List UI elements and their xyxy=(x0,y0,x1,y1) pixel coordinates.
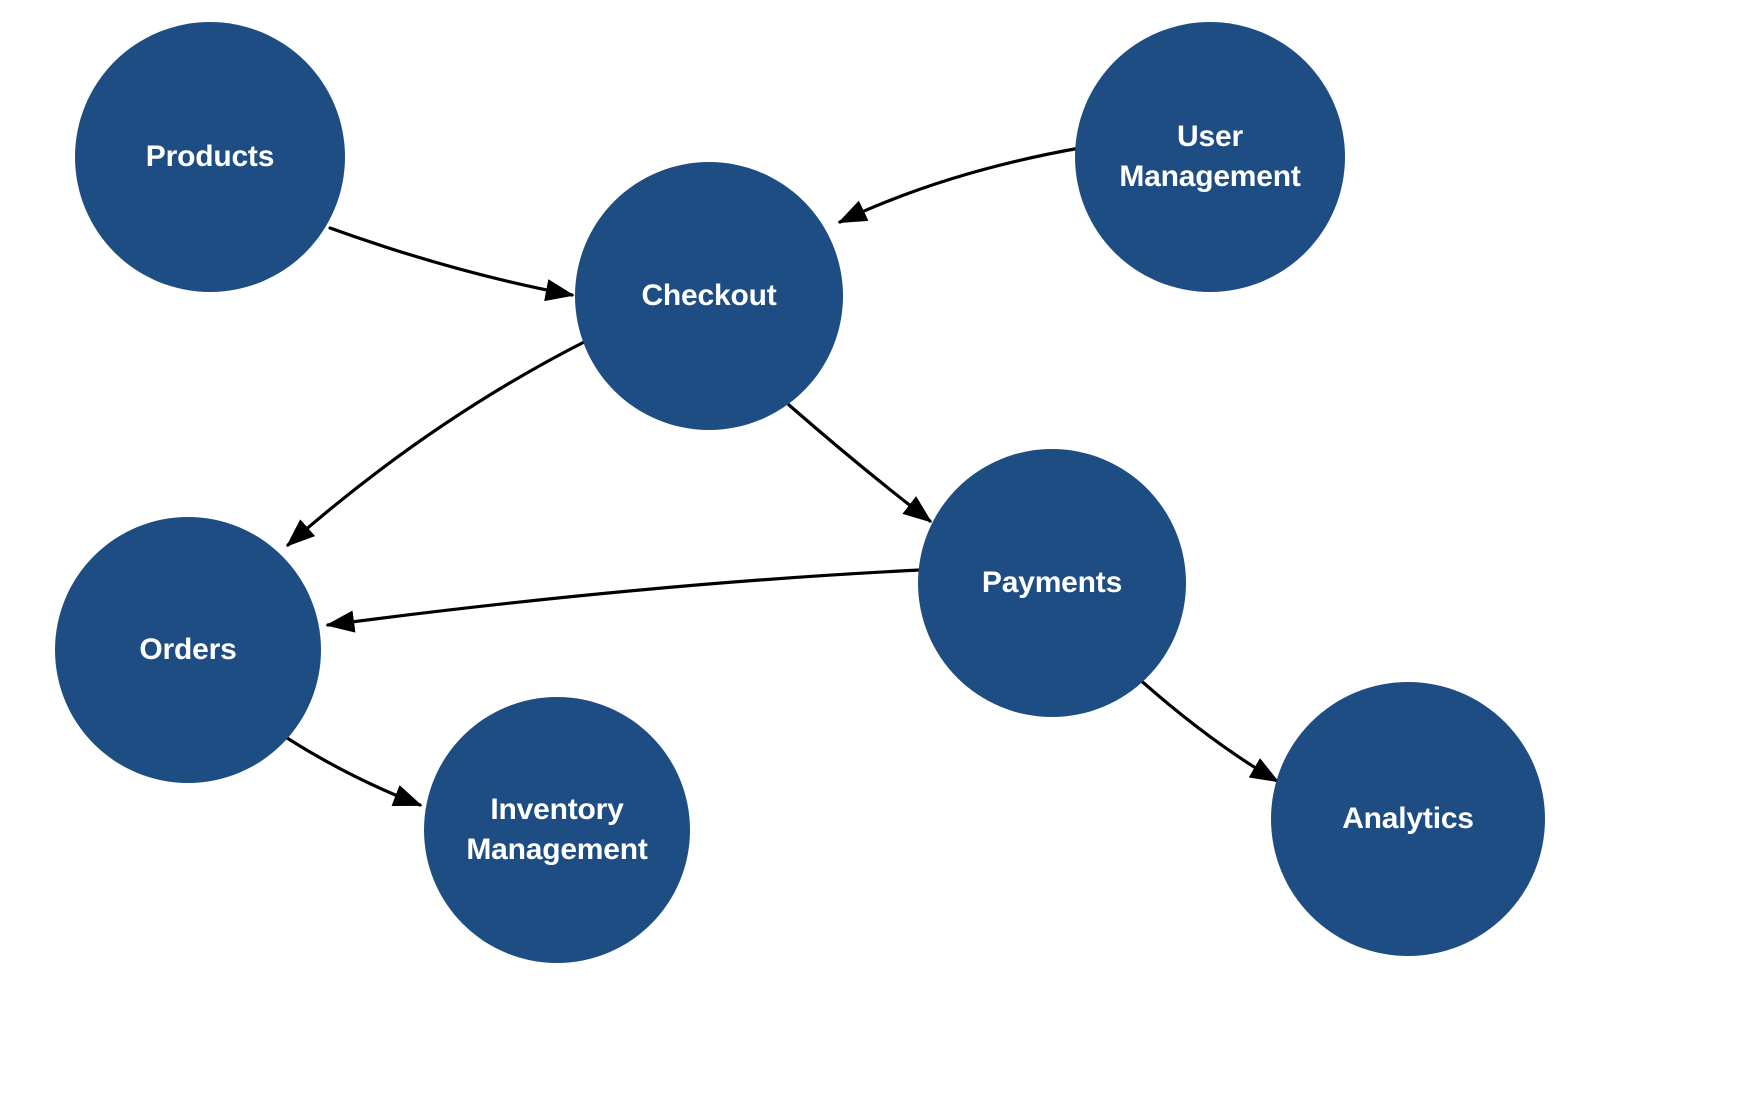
node-payments[interactable]: Payments xyxy=(918,449,1186,717)
node-label-payments: Payments xyxy=(981,566,1123,600)
node-analytics[interactable]: Analytics xyxy=(1271,682,1545,956)
node-label-orders: Orders xyxy=(139,633,237,667)
edge-payments-to-analytics xyxy=(1136,676,1280,783)
node-label-checkout: Checkout xyxy=(641,279,777,313)
node-user_mgmt[interactable]: User Management xyxy=(1075,22,1345,292)
node-orders[interactable]: Orders xyxy=(55,517,321,783)
edge-usermgmt-to-checkout xyxy=(837,146,1082,224)
edge-orders-to-inventory xyxy=(285,736,423,807)
node-inventory[interactable]: Inventory Management xyxy=(424,697,690,963)
edge-checkout-to-orders xyxy=(286,338,590,547)
node-products[interactable]: Products xyxy=(75,22,345,292)
edge-payments-to-orders xyxy=(325,568,922,633)
node-label-user_mgmt: User Management xyxy=(1119,120,1301,193)
node-label-products: Products xyxy=(145,140,275,174)
node-label-analytics: Analytics xyxy=(1342,802,1474,836)
edge-products-to-checkout xyxy=(328,226,575,302)
node-label-inventory: Inventory Management xyxy=(466,793,648,866)
node-checkout[interactable]: Checkout xyxy=(575,162,843,430)
edge-checkout-to-payments xyxy=(787,403,933,523)
